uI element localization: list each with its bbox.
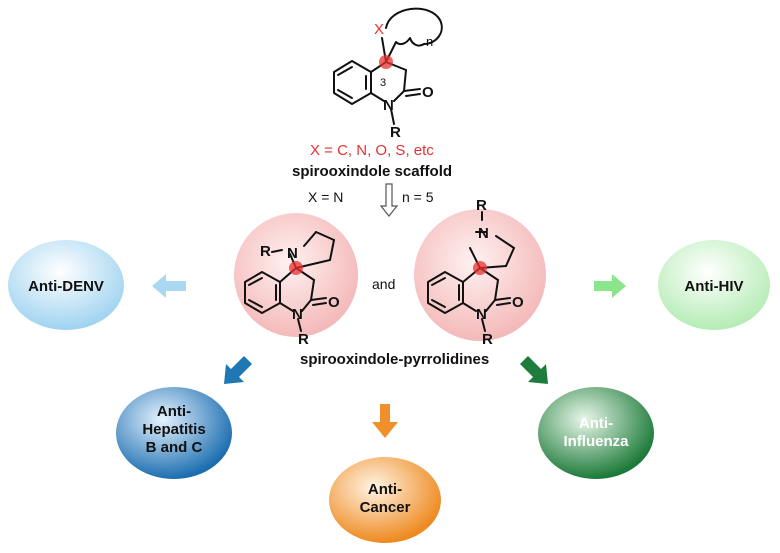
right-atom-n-top: N (478, 225, 489, 242)
connector-and: and (372, 276, 395, 292)
node-anti-influenza (538, 387, 654, 479)
right-atom-o: O (512, 294, 524, 311)
pyrrolidines-caption: spirooxindole-pyrrolidines (300, 351, 489, 368)
left-atom-n-top: N (287, 245, 298, 262)
node-anti-cancer-line1: Anti- (368, 481, 402, 498)
node-anti-denv (8, 240, 124, 330)
node-anti-hepatitis (116, 387, 232, 479)
left-atom-r: R (298, 331, 309, 348)
arrow-down-left-icon (224, 356, 252, 384)
node-anti-cancer-line2: Cancer (360, 499, 411, 516)
arrow-down-right-icon (520, 356, 548, 384)
scaffold-atom-r: R (390, 124, 401, 141)
right-atom-r: R (482, 331, 493, 348)
scaffold-position-3: 3 (380, 77, 386, 89)
transform-x-eq: X = N (308, 189, 343, 205)
arrow-right-icon (594, 274, 626, 298)
scaffold-x-options: X = C, N, O, S, etc (310, 142, 434, 159)
left-atom-r-top: R (260, 243, 271, 260)
scaffold-structure (333, 7, 443, 125)
spiro-center-highlight (379, 55, 393, 69)
node-anti-hepatitis-line3: B and C (146, 439, 203, 456)
scaffold-atom-n: N (383, 97, 394, 114)
node-anti-denv-label: Anti-DENV (28, 278, 104, 295)
left-atom-o: O (328, 294, 340, 311)
node-anti-influenza-line2: Influenza (563, 433, 629, 450)
right-atom-n: N (476, 306, 487, 323)
arrow-left-icon (152, 274, 186, 298)
node-anti-hepatitis-line2: Hepatitis (142, 421, 205, 438)
node-anti-hiv (658, 240, 770, 330)
scaffold-ring-n: n (426, 34, 433, 49)
pyrrolidine-structure-left (244, 231, 335, 332)
arrow-down-icon (372, 404, 398, 438)
scaffold-atom-o: O (422, 84, 434, 101)
node-anti-cancer (329, 457, 441, 543)
right-atom-r-top: R (476, 197, 487, 214)
node-anti-influenza-line1: Anti- (579, 415, 613, 432)
node-anti-hiv-label: Anti-HIV (684, 278, 743, 295)
scaffold-caption: spirooxindole scaffold (292, 163, 452, 180)
transform-n-eq: n = 5 (402, 189, 434, 205)
left-atom-n: N (292, 306, 303, 323)
down-hollow-arrow (379, 183, 399, 217)
scaffold-atom-x: X (374, 21, 384, 38)
node-anti-hepatitis-line1: Anti- (157, 403, 191, 420)
pyrrolidine-structure-right (427, 211, 515, 332)
